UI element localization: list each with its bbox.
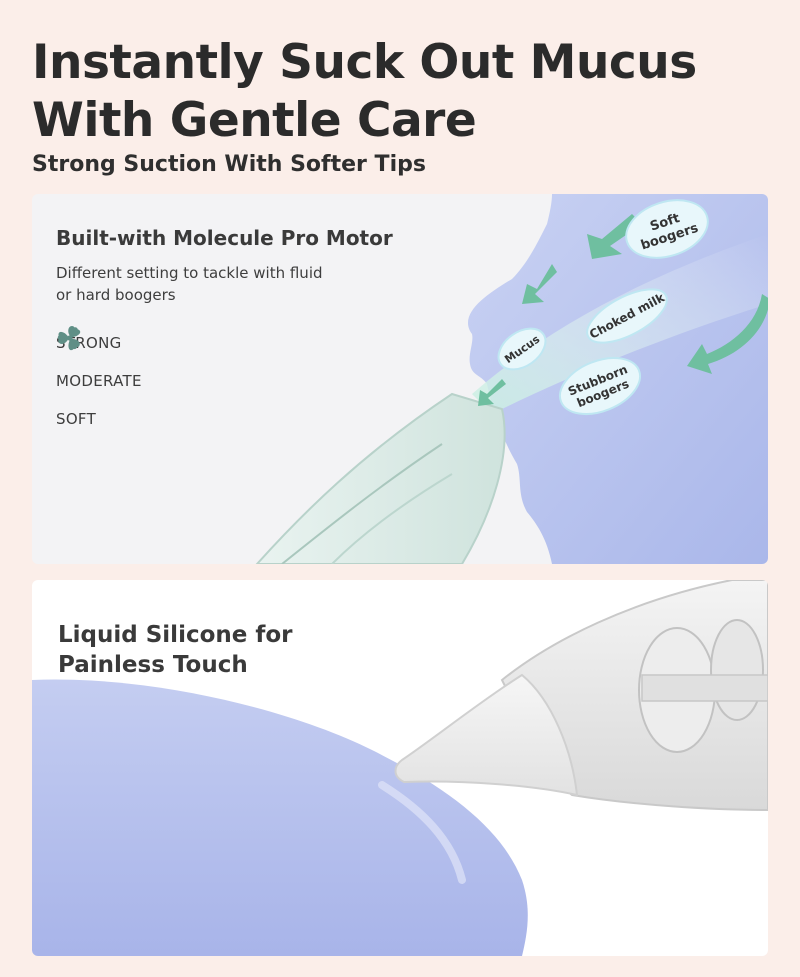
motor-illustration: Soft boogers Choked milk Mucus Stubborn … — [255, 194, 768, 564]
headline: Instantly Suck Out Mucus With Gentle Car… — [32, 34, 697, 150]
headline-line-2: With Gentle Care — [32, 93, 477, 148]
motor-description: Different setting to tackle with fluid o… — [56, 262, 386, 306]
motor-title: Built-with Molecule Pro Motor — [56, 226, 393, 250]
silicone-illustration — [32, 580, 768, 956]
bubble-soft-boogers: Soft boogers — [625, 199, 709, 259]
silicone-title: Liquid Silicone for Painless Touch — [58, 620, 293, 680]
motor-panel: Soft boogers Choked milk Mucus Stubborn … — [32, 194, 768, 564]
setting-label-soft: SOFT — [56, 410, 97, 428]
arrow-icon-4 — [478, 379, 506, 406]
silicone-title-line-2: Painless Touch — [58, 652, 248, 678]
silicone-tip — [394, 673, 579, 797]
subheadline: Strong Suction With Softer Tips — [32, 152, 426, 177]
setting-label-moderate: MODERATE — [56, 372, 142, 390]
setting-soft: SOFT — [56, 329, 142, 438]
silicone-panel: Liquid Silicone for Painless Touch — [32, 580, 768, 956]
silicone-title-line-1: Liquid Silicone for — [58, 622, 293, 648]
suction-settings-list: STRONG MODERATE — [56, 324, 142, 438]
motor-description-line-1: Different setting to tackle with fluid — [56, 264, 323, 282]
bubble-mucus: Mucus — [497, 327, 547, 371]
fan-icon — [58, 329, 81, 351]
aspirator-nozzle — [255, 392, 506, 564]
motor-description-line-2: or hard boogers — [56, 286, 176, 304]
arrow-icon-2 — [522, 264, 557, 304]
setting-moderate: MODERATE — [56, 327, 142, 400]
headline-line-1: Instantly Suck Out Mucus — [32, 35, 697, 90]
arrow-icon-3 — [687, 294, 768, 374]
baby-skin-surface — [32, 679, 528, 956]
